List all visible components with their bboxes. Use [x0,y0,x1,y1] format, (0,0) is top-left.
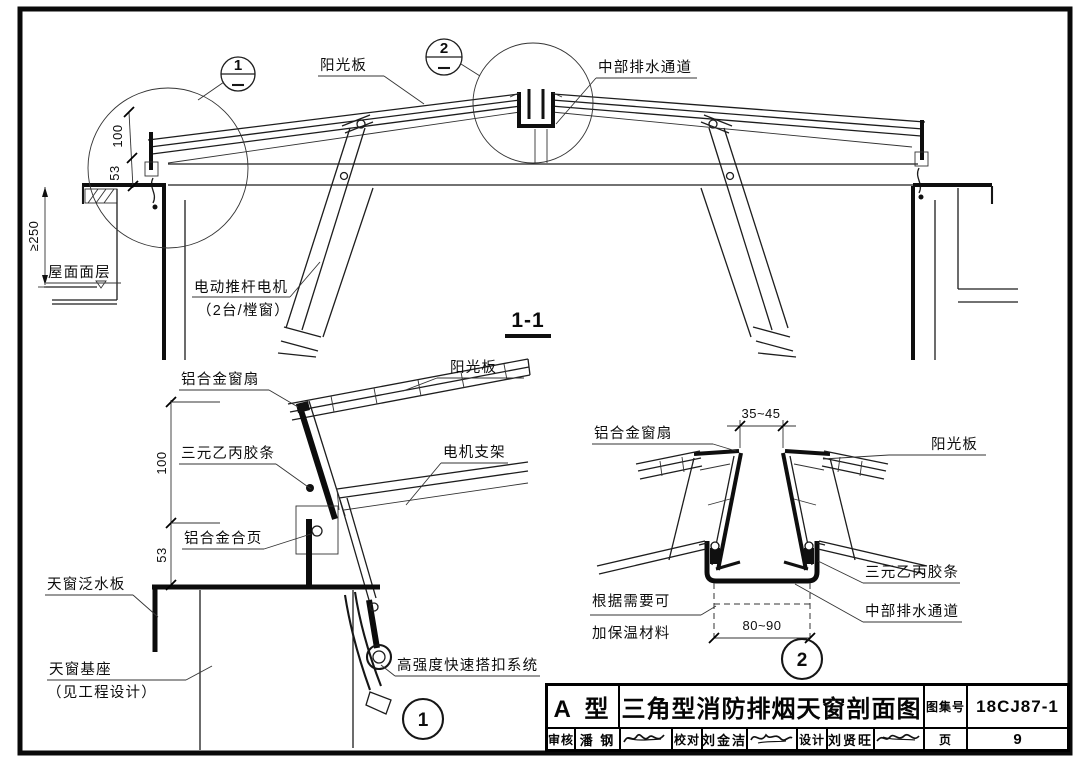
detail-2-dims: 35~45 80~90 [708,406,816,644]
proofreader-name: 刘金洁 [703,729,748,749]
label-d1-panel: 阳光板 [450,358,497,376]
label-d1-sash: 铝合金窗扇 [181,370,260,388]
detail-2-labels: 铝合金窗扇 阳光板 三元乙丙胶条 中部排水通道 根据需要可 加保温材料 2 [590,424,986,681]
designer-signature-icon [876,734,920,742]
title-block: A 型 三角型消防排烟天窗剖面图 图集号 18CJ87-1 审核 潘 钢 校对 … [545,683,1070,752]
label-d2-epdm: 三元乙丙胶条 [865,564,959,581]
detail-1-labels: 铝合金窗扇 阳光板 三元乙丙胶条 电机支架 铝合金合页 天窗泛水板 天窗基座 （… [45,358,540,741]
page-label: 页 [925,729,968,749]
proofreader-signature [748,729,798,749]
label-central-drain: 中部排水通道 [598,59,692,76]
dim-ge250: ≥250 [26,187,48,288]
drawing-title: 三角型消防排烟天窗剖面图 [620,686,925,727]
label-d2-drain: 中部排水通道 [865,603,959,620]
detail2-dim-top: 35~45 [741,406,780,421]
detail1-dim-100: 100 [154,451,169,474]
detail-2-number: 2 [797,650,808,671]
label-d2-panel: 阳光板 [931,435,978,453]
callout-bubble-2: 2 [425,38,481,77]
label-motor-note: （2台/樘窗） [197,301,290,319]
sheet-border [17,6,1073,756]
title-block-row-2: 审核 潘 钢 校对 刘金洁 设计 刘贤旺 [548,727,1067,749]
main-section-labels: 阳光板 中部排水通道 电动推杆电机 （2台/樘窗） 屋面面层 1-1 [46,56,697,338]
proofreader-signature-icon [750,733,793,744]
detail-1-number: 1 [418,710,429,731]
detail-1-dims: 100 53 [154,396,220,591]
main-section-linework [44,42,1018,360]
callout-1-number: 1 [234,57,242,74]
label-d1-latch: 高强度快速搭扣系统 [397,657,538,674]
label-d1-base-note: （见工程设计） [47,684,157,701]
designer-signature [875,729,925,749]
page-number: 9 [1013,730,1022,748]
atlas-number-label: 图集号 [925,686,968,727]
dim-eave: 100 53 [107,106,139,192]
reviewer-name: 潘 钢 [576,729,621,749]
label-d2-insulation-1: 根据需要可 [592,593,671,610]
dim-100-text: 100 [110,124,125,147]
dim-ge250-text: ≥250 [26,221,41,252]
detail2-dim-bottom: 80~90 [742,618,781,633]
label-sun-panel: 阳光板 [320,56,367,74]
designer-name: 刘贤旺 [828,729,875,749]
detail-region-circle-2 [472,42,594,164]
label-d2-insulation-2: 加保温材料 [592,625,671,642]
detail1-dim-53: 53 [154,547,169,562]
title-block-row-1: A 型 三角型消防排烟天窗剖面图 图集号 18CJ87-1 [548,686,1067,727]
label-d2-sash: 铝合金窗扇 [594,424,673,442]
proofread-label: 校对 [673,729,703,749]
label-roof-surface: 屋面面层 [48,265,111,281]
atlas-number: 18CJ87-1 [976,696,1059,716]
label-motor: 电动推杆电机 [194,279,288,296]
detail-2-number-circle [780,637,824,681]
section-label: 1-1 [511,309,544,332]
reviewer-signature-icon [623,734,665,743]
detail-region-circle-1 [87,87,249,249]
design-label: 设计 [798,729,828,749]
detail-1-number-circle [401,697,445,741]
callout-2-number: 2 [440,40,448,57]
reviewer-signature [621,729,673,749]
detail-1-linework [152,358,531,750]
detail-2-linework [596,449,928,641]
label-d1-epdm: 三元乙丙胶条 [181,445,275,462]
review-label: 审核 [548,729,576,749]
label-d1-hinge: 铝合金合页 [184,530,263,547]
callout-bubble-1: 1 [197,56,256,101]
type-label: A 型 [548,686,620,727]
label-d1-base: 天窗基座 [49,660,112,678]
dim-53-text: 53 [107,165,122,180]
label-d1-flashing: 天窗泛水板 [47,575,126,593]
label-d1-motor-bracket: 电机支架 [443,444,506,461]
